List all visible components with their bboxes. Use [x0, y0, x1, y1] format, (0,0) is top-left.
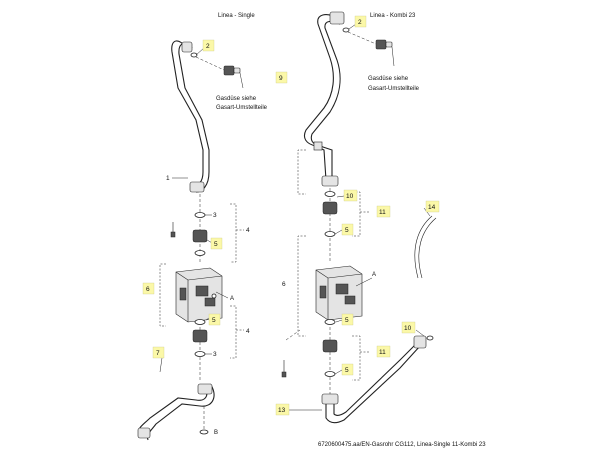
right-callout-9: 9 [275, 71, 288, 84]
right-callout-13: 13 [275, 403, 322, 416]
right-callout-6: 6 [282, 281, 286, 288]
left-nozzle-group [190, 52, 244, 89]
right-nozzle-note-line1: Gasdüse siehe [368, 76, 409, 82]
svg-text:10: 10 [404, 325, 412, 332]
left-callout-2: 2 [195, 39, 215, 56]
right-lower-seals [281, 319, 338, 398]
svg-text:5: 5 [345, 317, 349, 324]
right-bracket-valve [297, 235, 306, 337]
svg-text:3: 3 [213, 351, 217, 358]
svg-text:3: 3 [213, 212, 217, 219]
right-gas-valve [315, 265, 373, 321]
right-lower-pipe [321, 335, 434, 424]
left-bracket-lower [230, 305, 244, 359]
left-bracket-upper [230, 203, 244, 263]
right-nozzle-note-line2: Gasart-Umstellteile [368, 86, 420, 92]
left-callout-4b: 4 [246, 328, 250, 335]
svg-text:11: 11 [379, 349, 386, 356]
left-nozzle-note-line2: Gasart-Umstellteile [216, 105, 268, 111]
svg-text:14: 14 [428, 204, 436, 211]
svg-text:1: 1 [166, 175, 170, 182]
left-assembly-title: Linea - Single [218, 13, 255, 19]
svg-text:2: 2 [358, 19, 362, 26]
right-callout-10a: 10 [336, 189, 358, 202]
left-marker-a: A [230, 296, 234, 302]
svg-text:11: 11 [379, 209, 386, 216]
right-nozzle-group [342, 27, 395, 67]
left-marker-b: B [214, 430, 218, 436]
right-gas-pipe [303, 11, 345, 187]
svg-text:4: 4 [246, 227, 250, 234]
right-bracket-pipe [297, 149, 306, 195]
svg-text:10: 10 [346, 193, 354, 200]
svg-text:9: 9 [279, 75, 283, 82]
right-callout-14: 14 [423, 200, 440, 217]
left-callout-6: 6 [142, 282, 155, 295]
right-upper-seals [322, 188, 338, 262]
left-nozzle-note-line1: Gasdüse siehe [216, 96, 257, 102]
left-gas-valve [175, 267, 223, 323]
left-lower-pipe [137, 383, 215, 441]
right-bracket-lower [352, 335, 370, 381]
left-lower-seals [192, 319, 208, 380]
right-callout-11a: 11 [376, 205, 391, 218]
svg-text:7: 7 [156, 350, 160, 357]
right-marker-a: A [372, 272, 376, 278]
svg-text:2: 2 [206, 43, 210, 50]
svg-text:13: 13 [278, 407, 286, 414]
svg-text:5: 5 [345, 367, 349, 374]
left-marker-a-leader [215, 291, 229, 299]
left-callout-4a: 4 [246, 227, 250, 234]
right-assembly-title: Linea - Kombi 23 [370, 13, 416, 19]
left-callout-5a: 5 [206, 237, 223, 250]
svg-text:5: 5 [212, 317, 216, 324]
svg-text:5: 5 [345, 227, 349, 234]
right-callout-2: 2 [348, 15, 367, 30]
left-gas-pipe [171, 40, 210, 193]
right-bent-tube [414, 215, 437, 279]
svg-text:6: 6 [282, 281, 286, 288]
left-upper-seals [170, 194, 208, 262]
right-callout-5a: 5 [334, 223, 354, 236]
left-callout-3a: 3 [205, 212, 217, 219]
svg-text:5: 5 [214, 241, 218, 248]
left-callout-1: 1 [166, 175, 188, 182]
right-callout-10b: 10 [401, 321, 425, 337]
left-callout-5b: 5 [205, 313, 221, 326]
svg-text:4: 4 [246, 328, 250, 335]
footer-caption: 6720600475.aa/EN-Gasrohr CG112, Linea-Si… [318, 442, 486, 448]
left-bracket-valve [159, 263, 166, 327]
svg-text:6: 6 [146, 286, 150, 293]
right-callout-5b: 5 [335, 313, 354, 326]
right-callout-5c: 5 [334, 363, 354, 376]
right-callout-11b: 11 [376, 345, 391, 358]
left-callout-7: 7 [152, 346, 165, 373]
left-callout-3b: 3 [205, 351, 217, 358]
